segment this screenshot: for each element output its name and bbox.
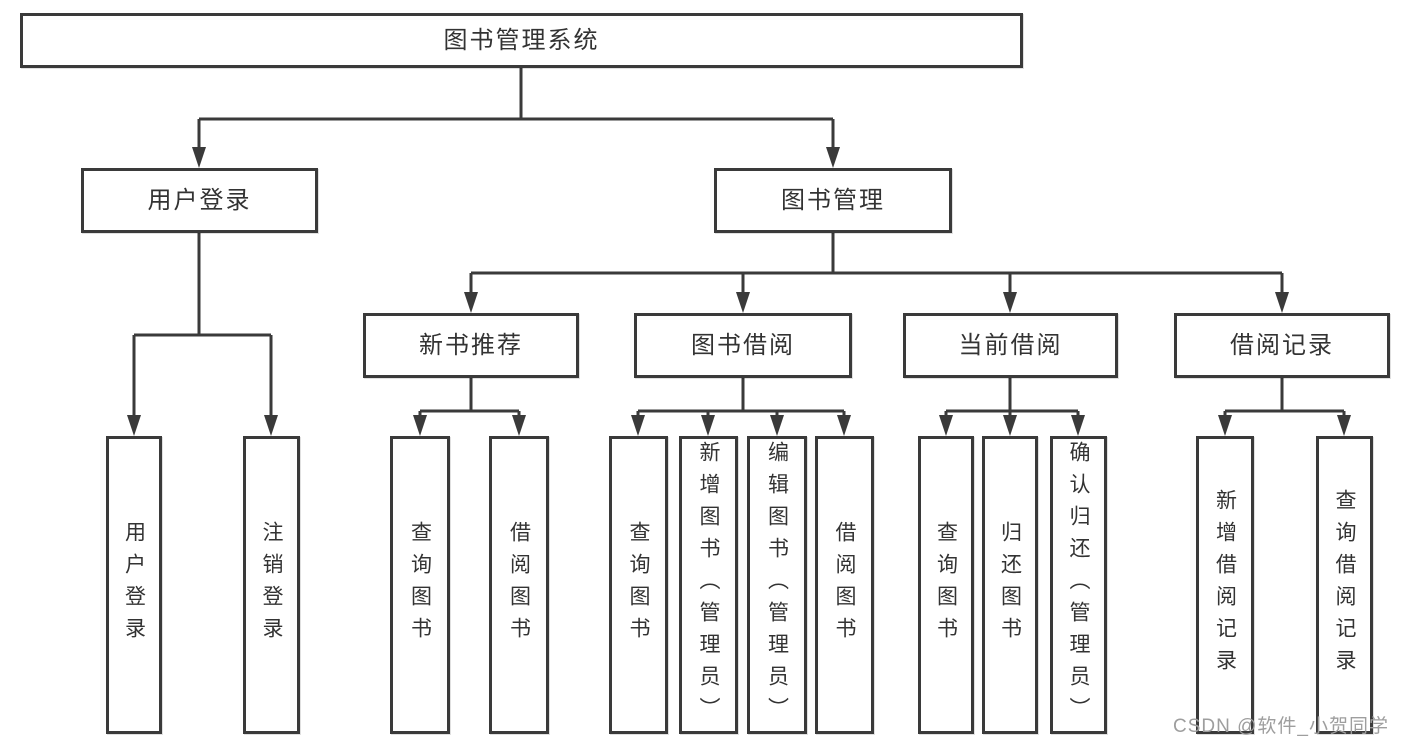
node-user-login: 用户登录 [81, 168, 318, 233]
leaf-user-login-label: 用户登录 [122, 521, 146, 649]
node-borrowing-records-label: 借阅记录 [1230, 331, 1334, 359]
leaf-br-query-record-label: 查询借阅记录 [1333, 489, 1356, 681]
leaf-br-add-record: 新增借阅记录 [1196, 436, 1254, 734]
watermark: CSDN @软件_小贺同学 [1173, 716, 1389, 737]
leaf-bb-query-books-label: 查询图书 [627, 521, 650, 649]
leaf-user-login: 用户登录 [106, 436, 162, 734]
leaf-cb-return-books: 归还图书 [982, 436, 1038, 734]
leaf-bb-edit-books-admin-label: 编辑图书（管理员） [765, 441, 789, 729]
leaf-nb-borrow-books: 借阅图书 [489, 436, 549, 734]
node-book-borrowing: 图书借阅 [634, 313, 852, 378]
node-new-book-recommendation-label: 新书推荐 [419, 331, 523, 359]
node-user-login-label: 用户登录 [147, 186, 252, 214]
node-book-management: 图书管理 [714, 168, 952, 233]
node-current-borrowing: 当前借阅 [903, 313, 1118, 378]
node-book-borrowing-label: 图书借阅 [691, 331, 795, 359]
node-root: 图书管理系统 [20, 13, 1023, 68]
leaf-bb-query-books: 查询图书 [609, 436, 668, 734]
node-borrowing-records: 借阅记录 [1174, 313, 1390, 378]
leaf-logout-label: 注销登录 [260, 521, 283, 649]
leaf-cb-confirm-return-admin-label: 确认归还（管理员） [1067, 441, 1090, 729]
node-root-label: 图书管理系统 [443, 26, 600, 54]
leaf-br-query-record: 查询借阅记录 [1316, 436, 1373, 734]
leaf-cb-confirm-return-admin: 确认归还（管理员） [1050, 436, 1107, 734]
leaf-nb-query-books: 查询图书 [390, 436, 450, 734]
leaf-bb-add-books-admin-label: 新增图书（管理员） [697, 441, 720, 729]
leaf-cb-return-books-label: 归还图书 [998, 521, 1022, 649]
leaf-nb-query-books-label: 查询图书 [408, 521, 432, 649]
leaf-cb-query-books: 查询图书 [918, 436, 974, 734]
leaf-cb-query-books-label: 查询图书 [934, 521, 958, 649]
leaf-bb-borrow-books: 借阅图书 [815, 436, 874, 734]
node-current-borrowing-label: 当前借阅 [958, 331, 1063, 359]
leaf-bb-edit-books-admin: 编辑图书（管理员） [747, 436, 807, 734]
leaf-logout: 注销登录 [243, 436, 300, 734]
leaf-nb-borrow-books-label: 借阅图书 [507, 521, 531, 649]
leaf-bb-add-books-admin: 新增图书（管理员） [679, 436, 738, 734]
node-new-book-recommendation: 新书推荐 [363, 313, 579, 378]
leaf-bb-borrow-books-label: 借阅图书 [833, 521, 856, 649]
node-book-management-label: 图书管理 [781, 186, 885, 214]
leaf-br-add-record-label: 新增借阅记录 [1213, 489, 1237, 681]
